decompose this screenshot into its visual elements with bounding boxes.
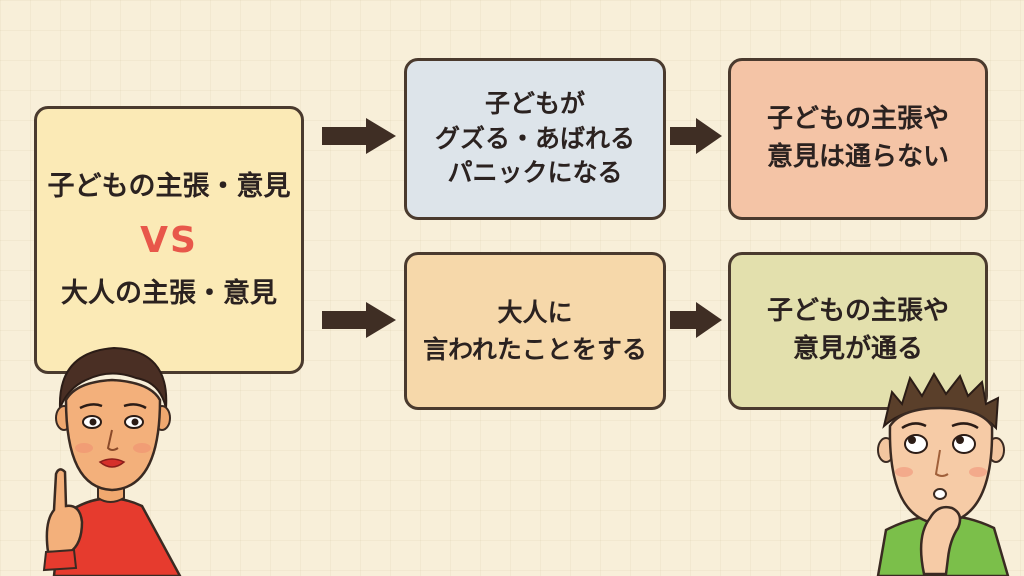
tantrum-line-3: パニックになる	[447, 158, 623, 188]
obey-line-1: 大人に	[497, 297, 573, 327]
bottom-arrow-1	[322, 302, 396, 338]
obey-line-2: 言われたことをする	[423, 335, 647, 364]
adult-opinion-label: 大人の主張・意見	[61, 277, 277, 309]
obey-adult-box: 大人に 言われたことをする	[404, 252, 666, 410]
bottom-arrow-2	[670, 302, 722, 338]
man-thinking-illustration	[876, 371, 1010, 576]
child-vs-adult-opinion-box: 子どもの主張・意見 VS 大人の主張・意見	[34, 106, 304, 374]
not-accepted-line-1: 子どもの主張や	[766, 104, 949, 135]
child-tantrum-box: 子どもが グズる・あばれる パニックになる	[404, 58, 666, 220]
top-arrow-2	[670, 118, 722, 154]
opinion-not-accepted-box: 子どもの主張や 意見は通らない	[728, 58, 988, 220]
accepted-line-1: 子どもの主張や	[766, 296, 949, 327]
tantrum-line-2: グズる・あばれる	[434, 123, 635, 153]
tantrum-line-1: 子どもが	[484, 89, 585, 119]
vs-label: VS	[140, 219, 198, 261]
woman-pointing-illustration	[42, 346, 182, 576]
accepted-line-2: 意見が通る	[792, 334, 923, 364]
top-arrow-1	[322, 118, 396, 154]
not-accepted-line-2: 意見は通らない	[766, 142, 949, 172]
child-opinion-label: 子どもの主張・意見	[47, 170, 291, 202]
opinion-accepted-box: 子どもの主張や 意見が通る	[728, 252, 988, 410]
